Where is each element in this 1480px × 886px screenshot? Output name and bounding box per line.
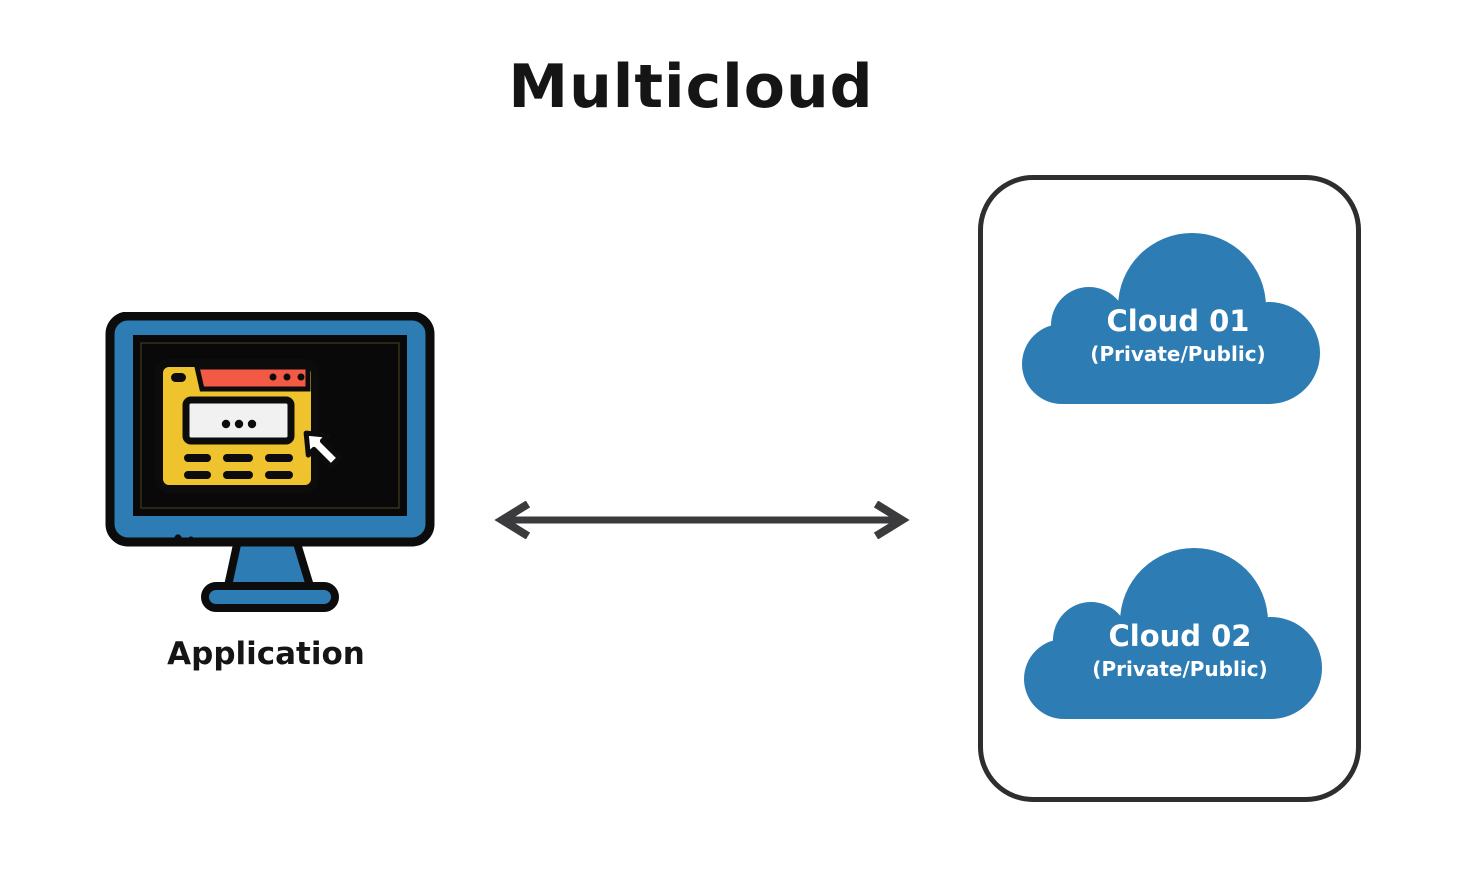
cloud-subtitle: (Private/Public) bbox=[1092, 657, 1268, 681]
arrow-head-left bbox=[494, 501, 531, 539]
cloud-name: Cloud 02 bbox=[1108, 619, 1252, 653]
browser-window-icon bbox=[155, 359, 342, 493]
titlebar-dot bbox=[269, 373, 277, 381]
address-dot bbox=[234, 419, 244, 429]
address-dot bbox=[247, 419, 257, 429]
browser-content-dashes bbox=[184, 454, 293, 479]
titlebar-dot bbox=[297, 373, 305, 381]
address-dot bbox=[221, 419, 231, 429]
arrow-head-right bbox=[873, 501, 910, 539]
connection-arrow bbox=[494, 501, 910, 539]
cloud-02-node: Cloud 02 (Private/Public) bbox=[1024, 546, 1322, 719]
frame-dot bbox=[188, 536, 194, 542]
titlebar-dot bbox=[283, 373, 291, 381]
frame-dot bbox=[174, 534, 182, 542]
cursor-icon bbox=[303, 430, 342, 469]
browser-border bbox=[155, 359, 319, 493]
monitor-base bbox=[201, 582, 339, 612]
application-node bbox=[105, 312, 435, 614]
cloud-icon bbox=[1024, 548, 1322, 719]
cloud-name: Cloud 01 bbox=[1106, 304, 1250, 338]
browser-tab-dash bbox=[171, 373, 186, 382]
monitor-stand bbox=[224, 536, 314, 590]
page-title: Multicloud bbox=[508, 52, 874, 122]
double-headed-arrow-icon bbox=[494, 501, 910, 539]
application-label: Application bbox=[167, 636, 365, 672]
browser-titlebar bbox=[193, 364, 311, 392]
cloud-01-node: Cloud 01 (Private/Public) bbox=[1022, 231, 1320, 404]
cloud-icon bbox=[1022, 233, 1320, 404]
cloud-01-text: Cloud 01 (Private/Public) bbox=[1022, 305, 1320, 366]
screen-inner-line bbox=[140, 342, 400, 509]
monitor-browser-icon bbox=[105, 312, 435, 612]
cloud-subtitle: (Private/Public) bbox=[1090, 342, 1266, 366]
cloud-02-text: Cloud 02 (Private/Public) bbox=[1024, 620, 1322, 681]
